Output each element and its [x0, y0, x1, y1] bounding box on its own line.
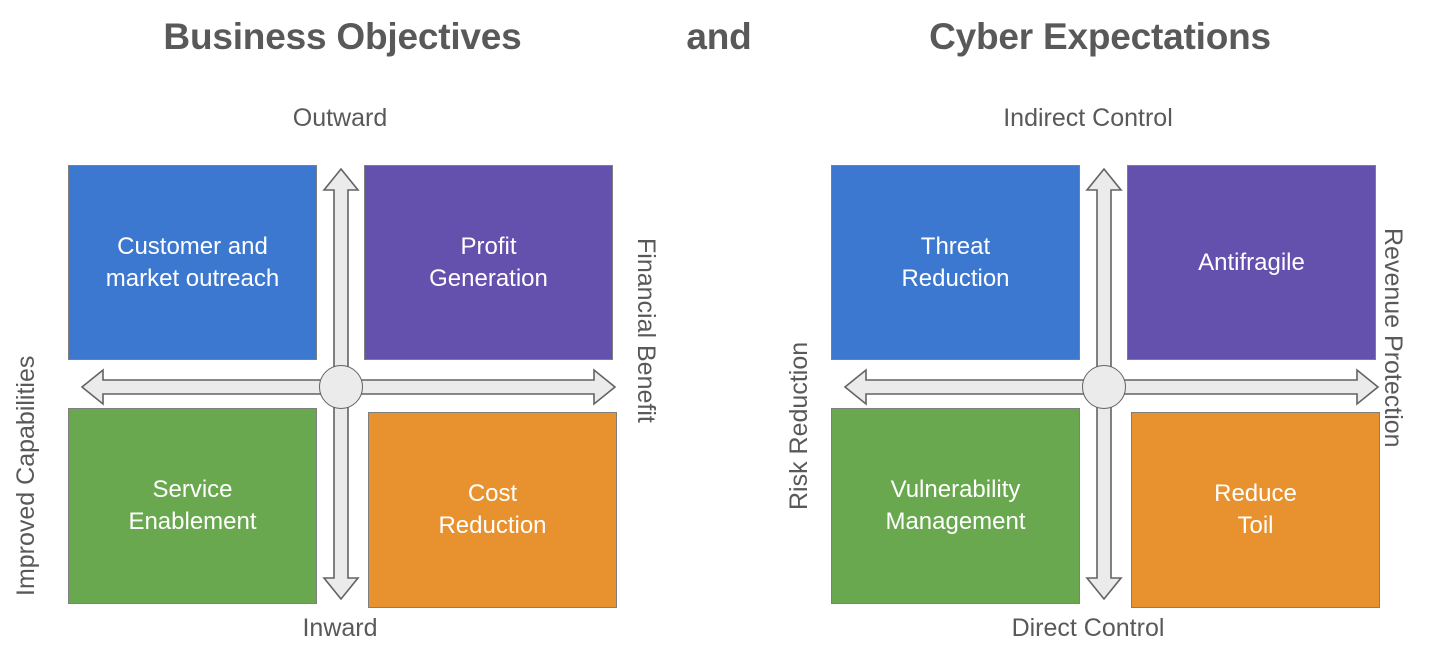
axis-label-right-left-diagram: Financial Benefit: [632, 238, 660, 423]
axis-label-left-left-diagram: Improved Capabilities: [12, 355, 40, 596]
diagram-business-objectives: Outward Inward Improved Capabilities Fin…: [12, 104, 660, 642]
quadrant-top-left[interactable]: Threat Reduction: [831, 165, 1080, 360]
quadrant-bottom-right[interactable]: Cost Reduction: [368, 412, 617, 608]
quadrant-bottom-left[interactable]: Service Enablement: [68, 408, 317, 604]
quadrant-top-left[interactable]: Customer and market outreach: [68, 165, 317, 360]
quadrant-top-right[interactable]: Profit Generation: [364, 165, 613, 360]
quadrant-bottom-left[interactable]: Vulnerability Management: [831, 408, 1080, 604]
quadrant-bottom-right[interactable]: Reduce Toil: [1131, 412, 1380, 608]
page-title-and: and: [686, 16, 752, 57]
axis-label-bottom-right-diagram: Direct Control: [1011, 614, 1165, 642]
axis-label-left-right-diagram: Risk Reduction: [785, 341, 813, 510]
axis-center-hub: [319, 365, 363, 409]
quadrant-top-right[interactable]: Antifragile: [1127, 165, 1376, 360]
axis-label-bottom-left-diagram: Inward: [302, 614, 378, 642]
axis-label-right-right-diagram: Revenue Protection: [1379, 228, 1407, 448]
axis-label-top-left-diagram: Outward: [292, 104, 388, 132]
axis-label-top-right-diagram: Indirect Control: [1003, 104, 1173, 132]
page-title-right: Cyber Expectations: [929, 16, 1271, 57]
page-title-left: Business Objectives: [163, 16, 522, 57]
axis-center-hub: [1082, 365, 1126, 409]
diagram-cyber-expectations: Indirect Control Direct Control Risk Red…: [723, 0, 1446, 670]
